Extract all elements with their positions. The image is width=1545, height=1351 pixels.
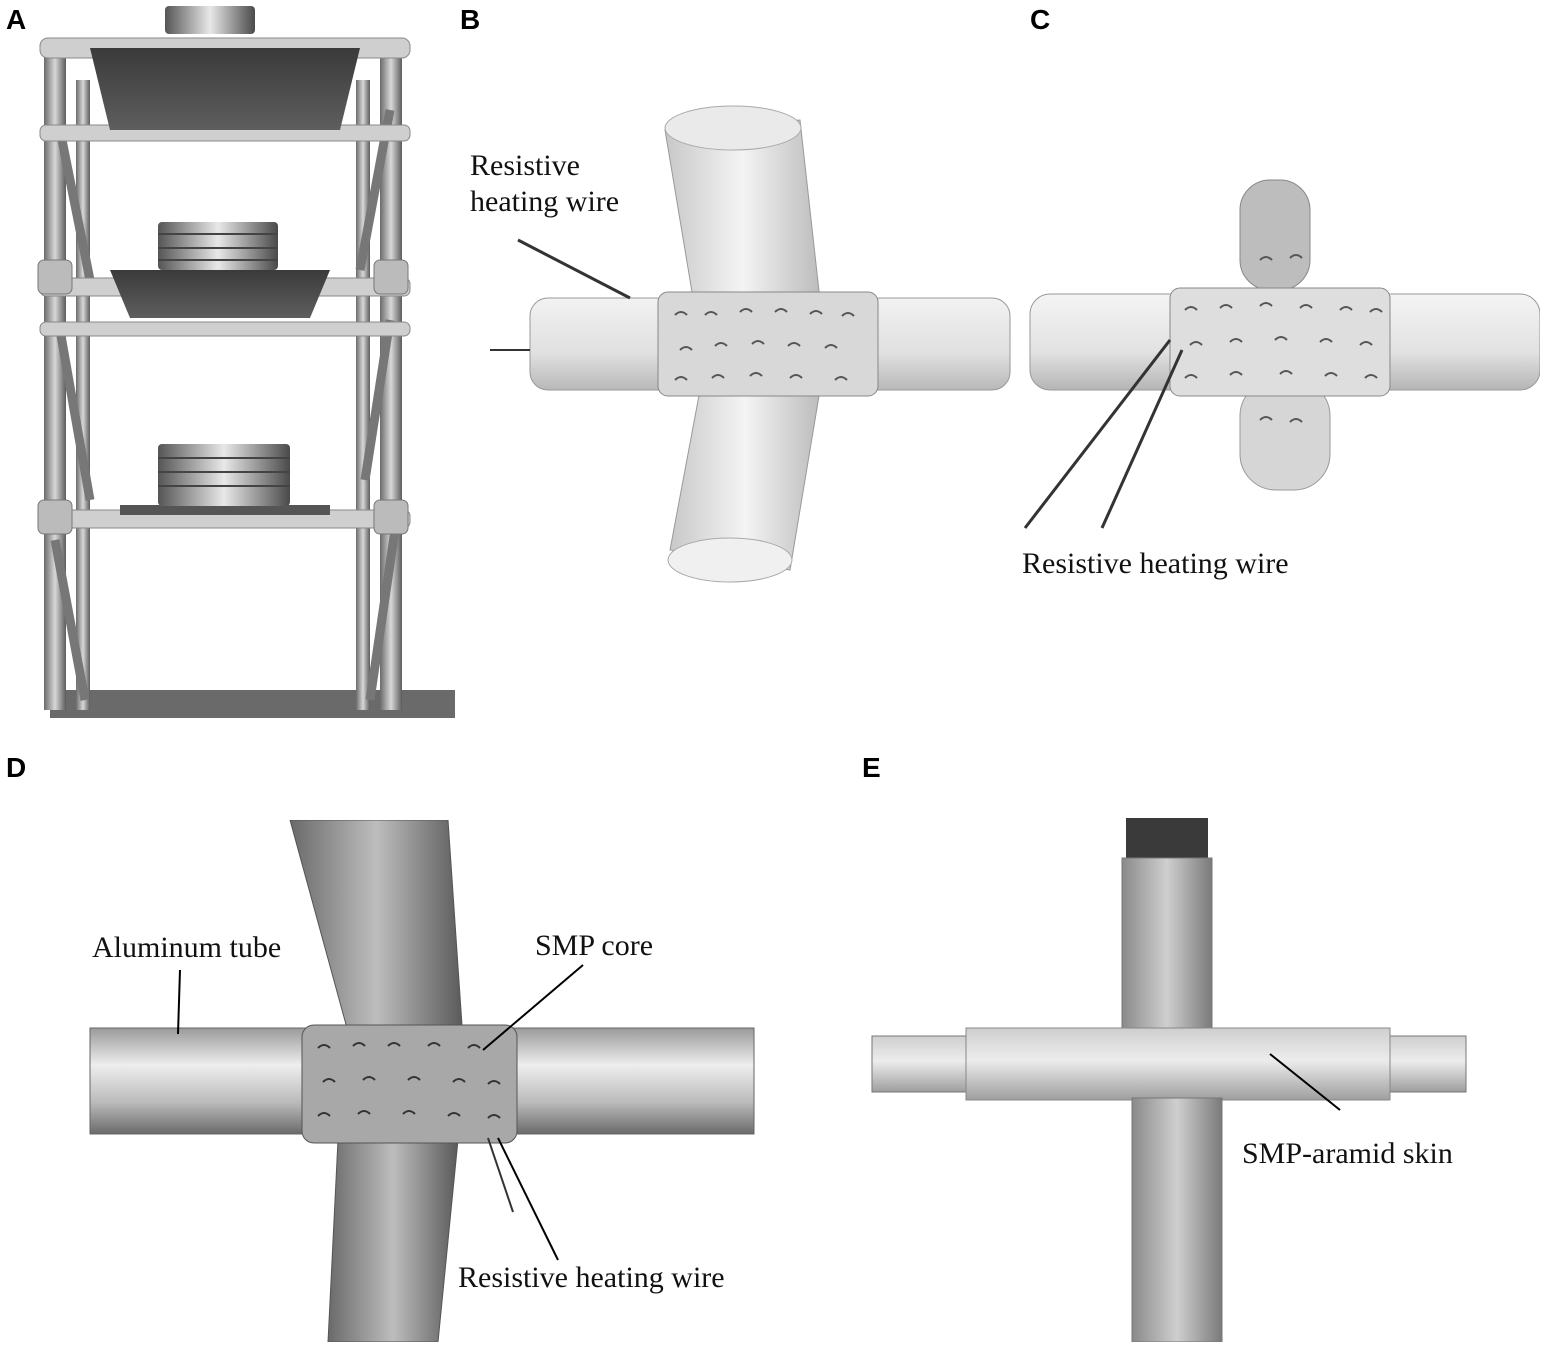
panel-a-photo [30,0,460,718]
label-b-line2: heating wire [470,185,620,218]
panel-letter-e: E [862,752,881,783]
panel-letter-d: D [6,752,27,783]
label-d-smp-core: SMP core [535,929,654,962]
panel-d-photo [89,820,755,1342]
label-b-line1: Resistive [470,149,580,182]
panel-letter-b: B [460,4,481,35]
panel-b-photo [490,105,1011,583]
panel-letter-a: A [6,4,27,35]
panel-letter-c: C [1030,4,1051,35]
label-e-skin: SMP-aramid skin [1242,1137,1453,1170]
label-d-heating-wire: Resistive heating wire [458,1261,725,1294]
panel-e-photo [871,818,1467,1342]
panel-c-photo [1023,179,1540,529]
label-c: Resistive heating wire [1022,547,1289,580]
label-d-aluminum-tube: Aluminum tube [92,931,282,964]
